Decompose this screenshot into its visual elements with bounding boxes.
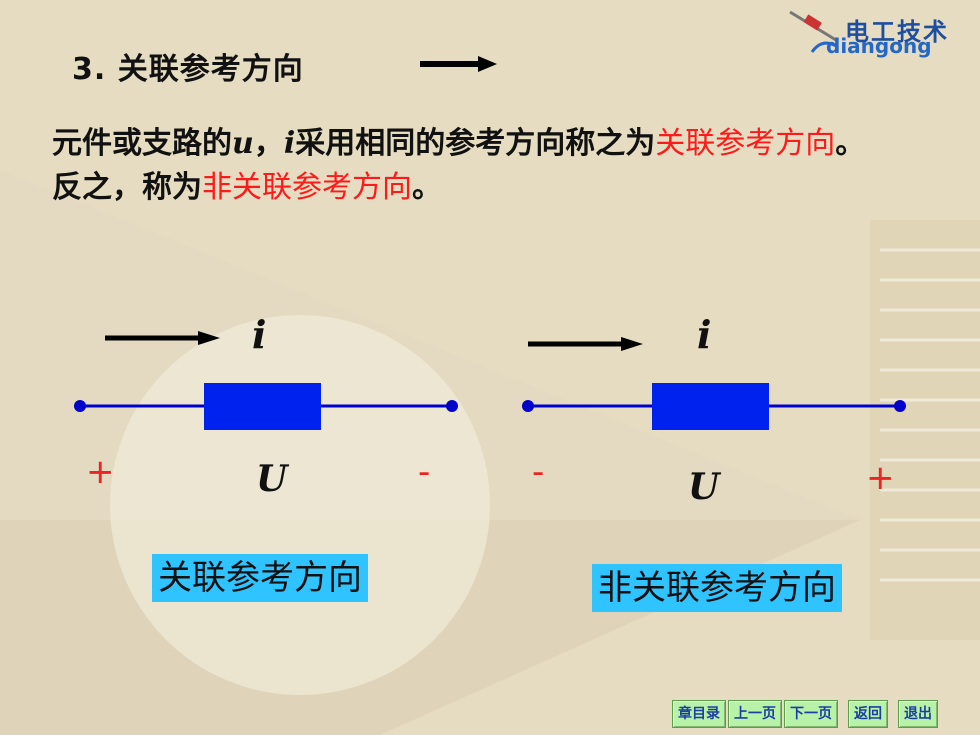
diagram-associated (74, 331, 458, 430)
logo-title: 电工技术 (845, 18, 949, 46)
background-circle (110, 315, 490, 695)
voltage-label-1: U (256, 458, 288, 500)
current-arrowhead-1 (198, 331, 220, 345)
diagram-non-associated (522, 337, 906, 430)
polarity-left-1: + (86, 452, 115, 492)
slide-body-text: 元件或支路的u，i采用相同的参考方向称之为关联参考方向。反之，称为非关联参考方向… (52, 122, 892, 210)
caption-non-associated: 非关联参考方向 (592, 564, 842, 612)
slide-navigation: 章目录 上一页 下一页 返回 退出 (672, 700, 938, 728)
body-var-u: u (232, 126, 254, 161)
resistor-1 (204, 383, 321, 430)
background-stripes (880, 248, 980, 582)
nav-next-page-button[interactable]: 下一页 (784, 700, 838, 728)
current-arrowhead-2 (621, 337, 643, 351)
slide-title: 3. 关联参考方向 (72, 52, 304, 87)
nav-return-button[interactable]: 返回 (848, 700, 888, 728)
body-highlight-non-associated: 非关联参考方向 (202, 170, 412, 205)
resistor-2 (652, 383, 769, 430)
body-text-part-2: 采用相同的参考方向称之为 (295, 126, 656, 161)
terminal-right-2 (894, 400, 906, 412)
body-text-part-1: 元件或支路的 (52, 126, 232, 161)
nav-previous-page-button[interactable]: 上一页 (728, 700, 782, 728)
polarity-left-2: - (532, 452, 545, 492)
current-label-2: i (697, 312, 712, 357)
body-var-i: i (283, 126, 296, 161)
terminal-left-1 (74, 400, 86, 412)
body-highlight-associated: 关联参考方向 (655, 126, 836, 161)
body-text-part-3: 。反之，称为 (52, 126, 866, 205)
polarity-right-2: + (866, 458, 895, 498)
caption-associated: 关联参考方向 (152, 554, 368, 602)
body-text-part-4: 。 (412, 170, 442, 205)
voltage-label-2: U (688, 466, 720, 508)
polarity-right-1: - (418, 452, 431, 492)
logo-mark-icon (789, 10, 837, 53)
terminal-right-1 (446, 400, 458, 412)
terminal-left-2 (522, 400, 534, 412)
nav-chapter-index-button[interactable]: 章目录 (672, 700, 726, 728)
current-label-1: i (252, 312, 267, 357)
body-comma: ， (253, 126, 284, 161)
nav-exit-button[interactable]: 退出 (898, 700, 938, 728)
title-arrow-icon (420, 56, 497, 72)
logo-subtitle: diangong (826, 34, 932, 58)
